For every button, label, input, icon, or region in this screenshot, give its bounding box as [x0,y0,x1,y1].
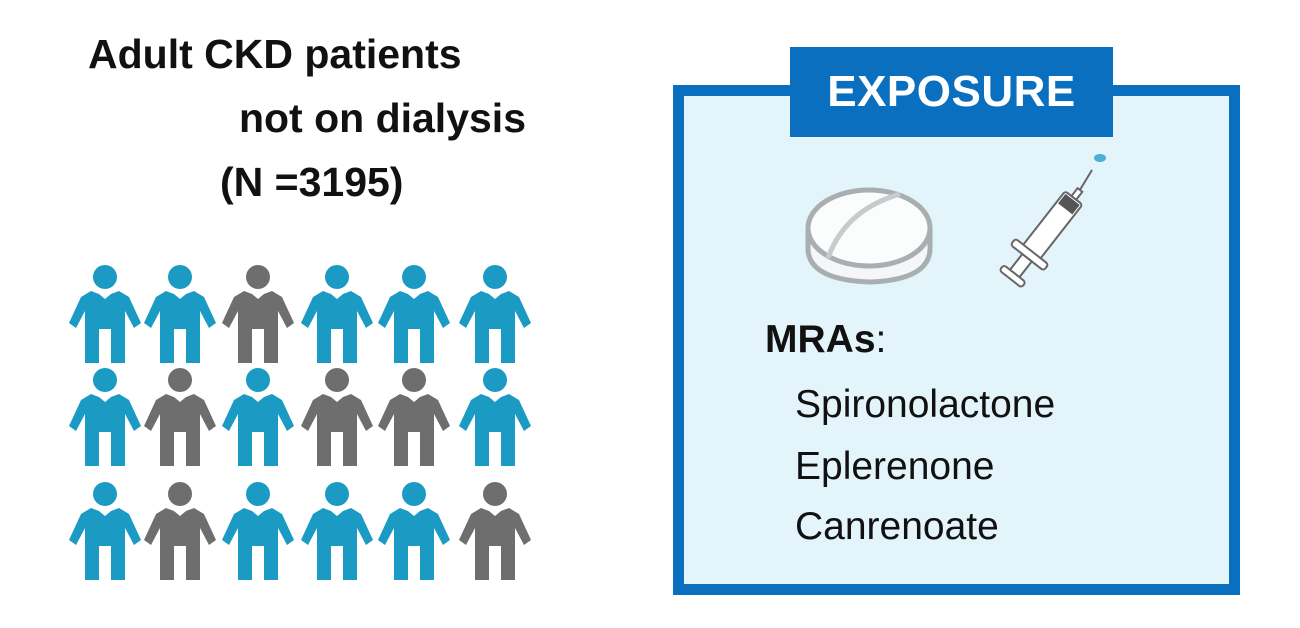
drug-item: Canrenoate [795,505,999,548]
person-icon-gray [144,482,216,580]
person-icon-blue [301,265,373,363]
person-icon-blue [69,482,141,580]
exposure-heading: EXPOSURE [790,47,1113,137]
person-icon-gray [378,368,450,466]
population-title: Adult CKD patients not on dialysis (N =3… [0,22,530,214]
person-icon-blue [459,368,531,466]
person-icon-blue [378,482,450,580]
person-icon-blue [69,368,141,466]
title-line-1: Adult CKD patients [88,31,462,77]
person-icon-blue [301,482,373,580]
mras-label: MRAs [765,318,876,361]
person-icon-blue [378,265,450,363]
person-icon-blue [222,482,294,580]
person-icon-blue [144,265,216,363]
person-icon-gray [301,368,373,466]
pill-icon [805,187,933,285]
mras-colon: : [875,318,887,361]
person-icon-gray [222,265,294,363]
title-line-3: (N =3195) [220,159,404,205]
person-icon-blue [69,265,141,363]
drug-item: Spironolactone [795,383,1056,426]
person-icon-gray [144,368,216,466]
drug-class-label: MRAs: [765,318,886,362]
title-line-2: not on dialysis [238,95,526,141]
drug-item: Eplerenone [795,445,995,488]
person-icon-blue [222,368,294,466]
person-icon-gray [459,482,531,580]
person-icon-blue [459,265,531,363]
syringe-icon [999,154,1106,288]
